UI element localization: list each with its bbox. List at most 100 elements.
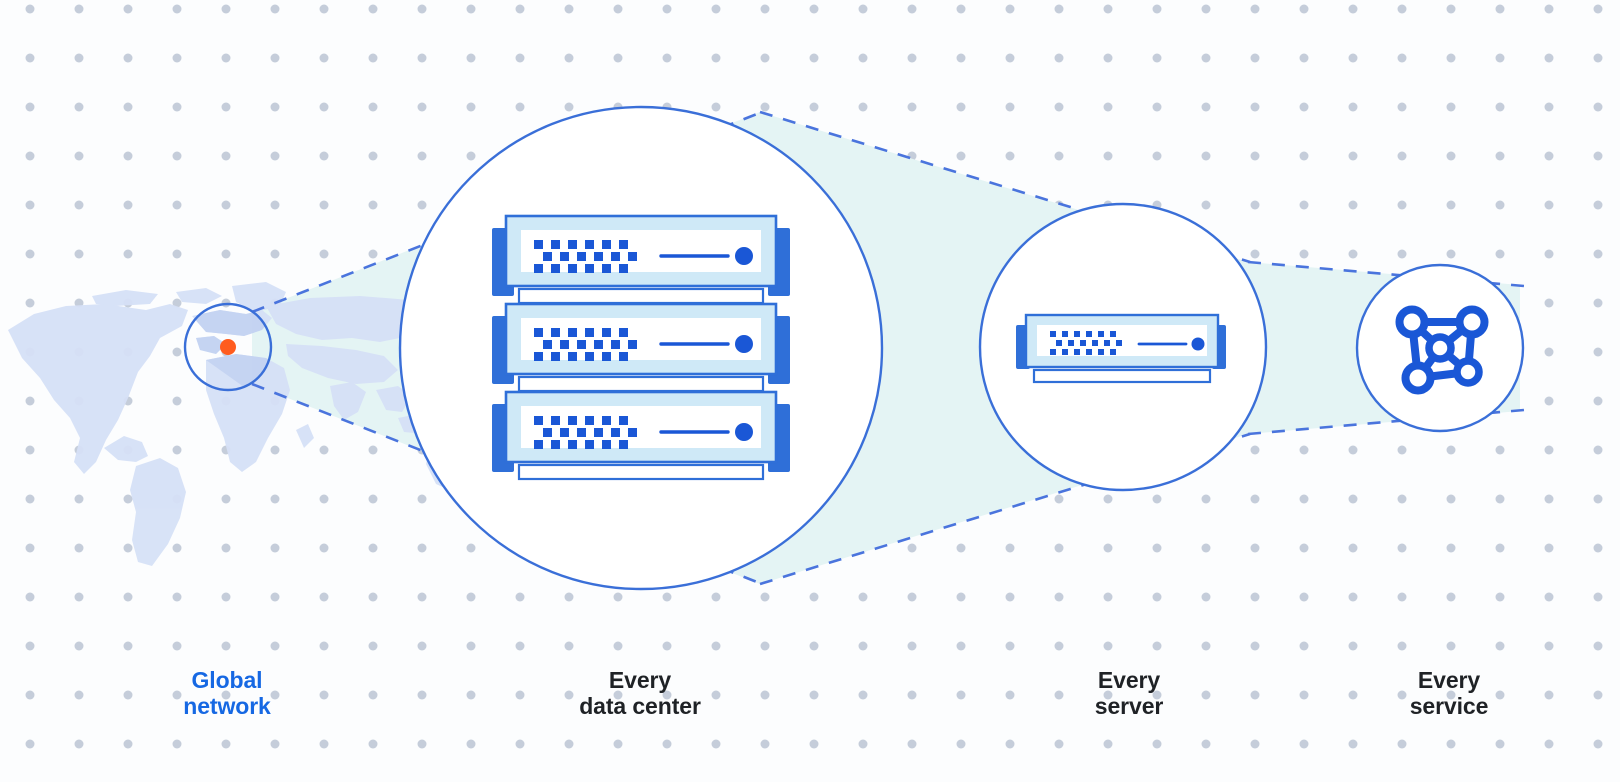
grid-dot <box>858 739 868 749</box>
grid-dot <box>417 4 427 14</box>
grid-dot <box>1446 543 1456 553</box>
grid-dot <box>270 592 280 602</box>
grid-dot <box>1397 200 1407 210</box>
grid-dot <box>662 4 672 14</box>
grid-dot <box>1348 200 1358 210</box>
grid-dot <box>662 690 672 700</box>
grid-dot <box>858 53 868 63</box>
grid-dot <box>221 102 231 112</box>
grid-dot <box>1201 641 1211 651</box>
grid-dot <box>1397 53 1407 63</box>
service-node <box>1395 305 1429 339</box>
grid-dot <box>319 494 329 504</box>
grid-dot <box>1544 151 1554 161</box>
grid-dot <box>564 739 574 749</box>
grid-dot <box>417 592 427 602</box>
grid-dot <box>1152 690 1162 700</box>
grid-dot <box>466 543 476 553</box>
grid-dot <box>1544 739 1554 749</box>
grid-dot <box>613 53 623 63</box>
grid-dot <box>1446 249 1456 259</box>
grid-dot <box>270 445 280 455</box>
service-node <box>1455 305 1489 339</box>
grid-dot <box>1544 200 1554 210</box>
grid-dot <box>809 592 819 602</box>
grid-dot <box>270 102 280 112</box>
global-network-circle <box>183 302 273 392</box>
grid-dot <box>368 102 378 112</box>
grid-dot <box>123 200 133 210</box>
grid-dot <box>1495 249 1505 259</box>
grid-dot <box>74 102 84 112</box>
stage-global-network[interactable] <box>183 302 273 392</box>
grid-dot <box>956 690 966 700</box>
grid-dot <box>221 543 231 553</box>
grid-dot <box>319 200 329 210</box>
grid-dot <box>1250 690 1260 700</box>
grid-dot <box>172 445 182 455</box>
grid-dot <box>319 445 329 455</box>
grid-dot <box>1495 494 1505 504</box>
grid-dot <box>1152 739 1162 749</box>
stage-every-data-center[interactable] <box>398 105 884 591</box>
grid-dot <box>662 53 672 63</box>
grid-dot <box>1495 592 1505 602</box>
grid-dot <box>1152 641 1162 651</box>
grid-dot <box>760 592 770 602</box>
grid-dot <box>1005 690 1015 700</box>
service-node <box>1401 361 1435 395</box>
grid-dot <box>221 53 231 63</box>
grid-dot <box>1103 494 1113 504</box>
grid-dot <box>221 592 231 602</box>
server-screen-panel <box>521 230 761 272</box>
grid-dot <box>270 641 280 651</box>
location-pin-marker[interactable] <box>220 339 236 355</box>
service-network-nodes-icon <box>1395 305 1489 395</box>
server-indicator-dot <box>735 335 753 353</box>
grid-dot <box>1054 102 1064 112</box>
grid-dot <box>1054 543 1064 553</box>
stage-every-service[interactable] <box>1355 263 1525 433</box>
grid-dot <box>1397 494 1407 504</box>
grid-dot <box>1593 249 1603 259</box>
grid-dot <box>221 494 231 504</box>
grid-dot <box>515 102 525 112</box>
grid-dot <box>858 592 868 602</box>
grid-dot <box>1544 4 1554 14</box>
grid-dot <box>1446 592 1456 602</box>
grid-dot <box>172 102 182 112</box>
grid-dot <box>270 151 280 161</box>
stage-every-server[interactable] <box>978 202 1268 492</box>
grid-dot <box>1152 592 1162 602</box>
grid-dot <box>368 200 378 210</box>
grid-dot <box>1495 4 1505 14</box>
grid-dot <box>123 4 133 14</box>
grid-dot <box>319 641 329 651</box>
grid-dot <box>221 4 231 14</box>
grid-dot <box>74 592 84 602</box>
grid-dot <box>221 739 231 749</box>
grid-dot <box>1054 4 1064 14</box>
grid-dot <box>1544 102 1554 112</box>
server-screen-panel <box>521 318 761 360</box>
grid-dot <box>368 543 378 553</box>
grid-dot <box>172 543 182 553</box>
grid-dot <box>956 592 966 602</box>
grid-dot <box>1544 592 1554 602</box>
grid-dot <box>466 4 476 14</box>
grid-dot <box>1103 641 1113 651</box>
grid-dot <box>1544 543 1554 553</box>
grid-dot <box>1397 249 1407 259</box>
server-led-matrix <box>534 416 637 449</box>
grid-dot <box>1397 543 1407 553</box>
grid-dot <box>1054 592 1064 602</box>
grid-dot <box>1005 53 1015 63</box>
grid-dot <box>25 53 35 63</box>
grid-dot <box>1544 641 1554 651</box>
grid-dot <box>711 4 721 14</box>
grid-dot <box>25 592 35 602</box>
grid-dot <box>25 739 35 749</box>
grid-dot <box>1544 690 1554 700</box>
grid-dot <box>1103 543 1113 553</box>
grid-dot <box>1299 592 1309 602</box>
